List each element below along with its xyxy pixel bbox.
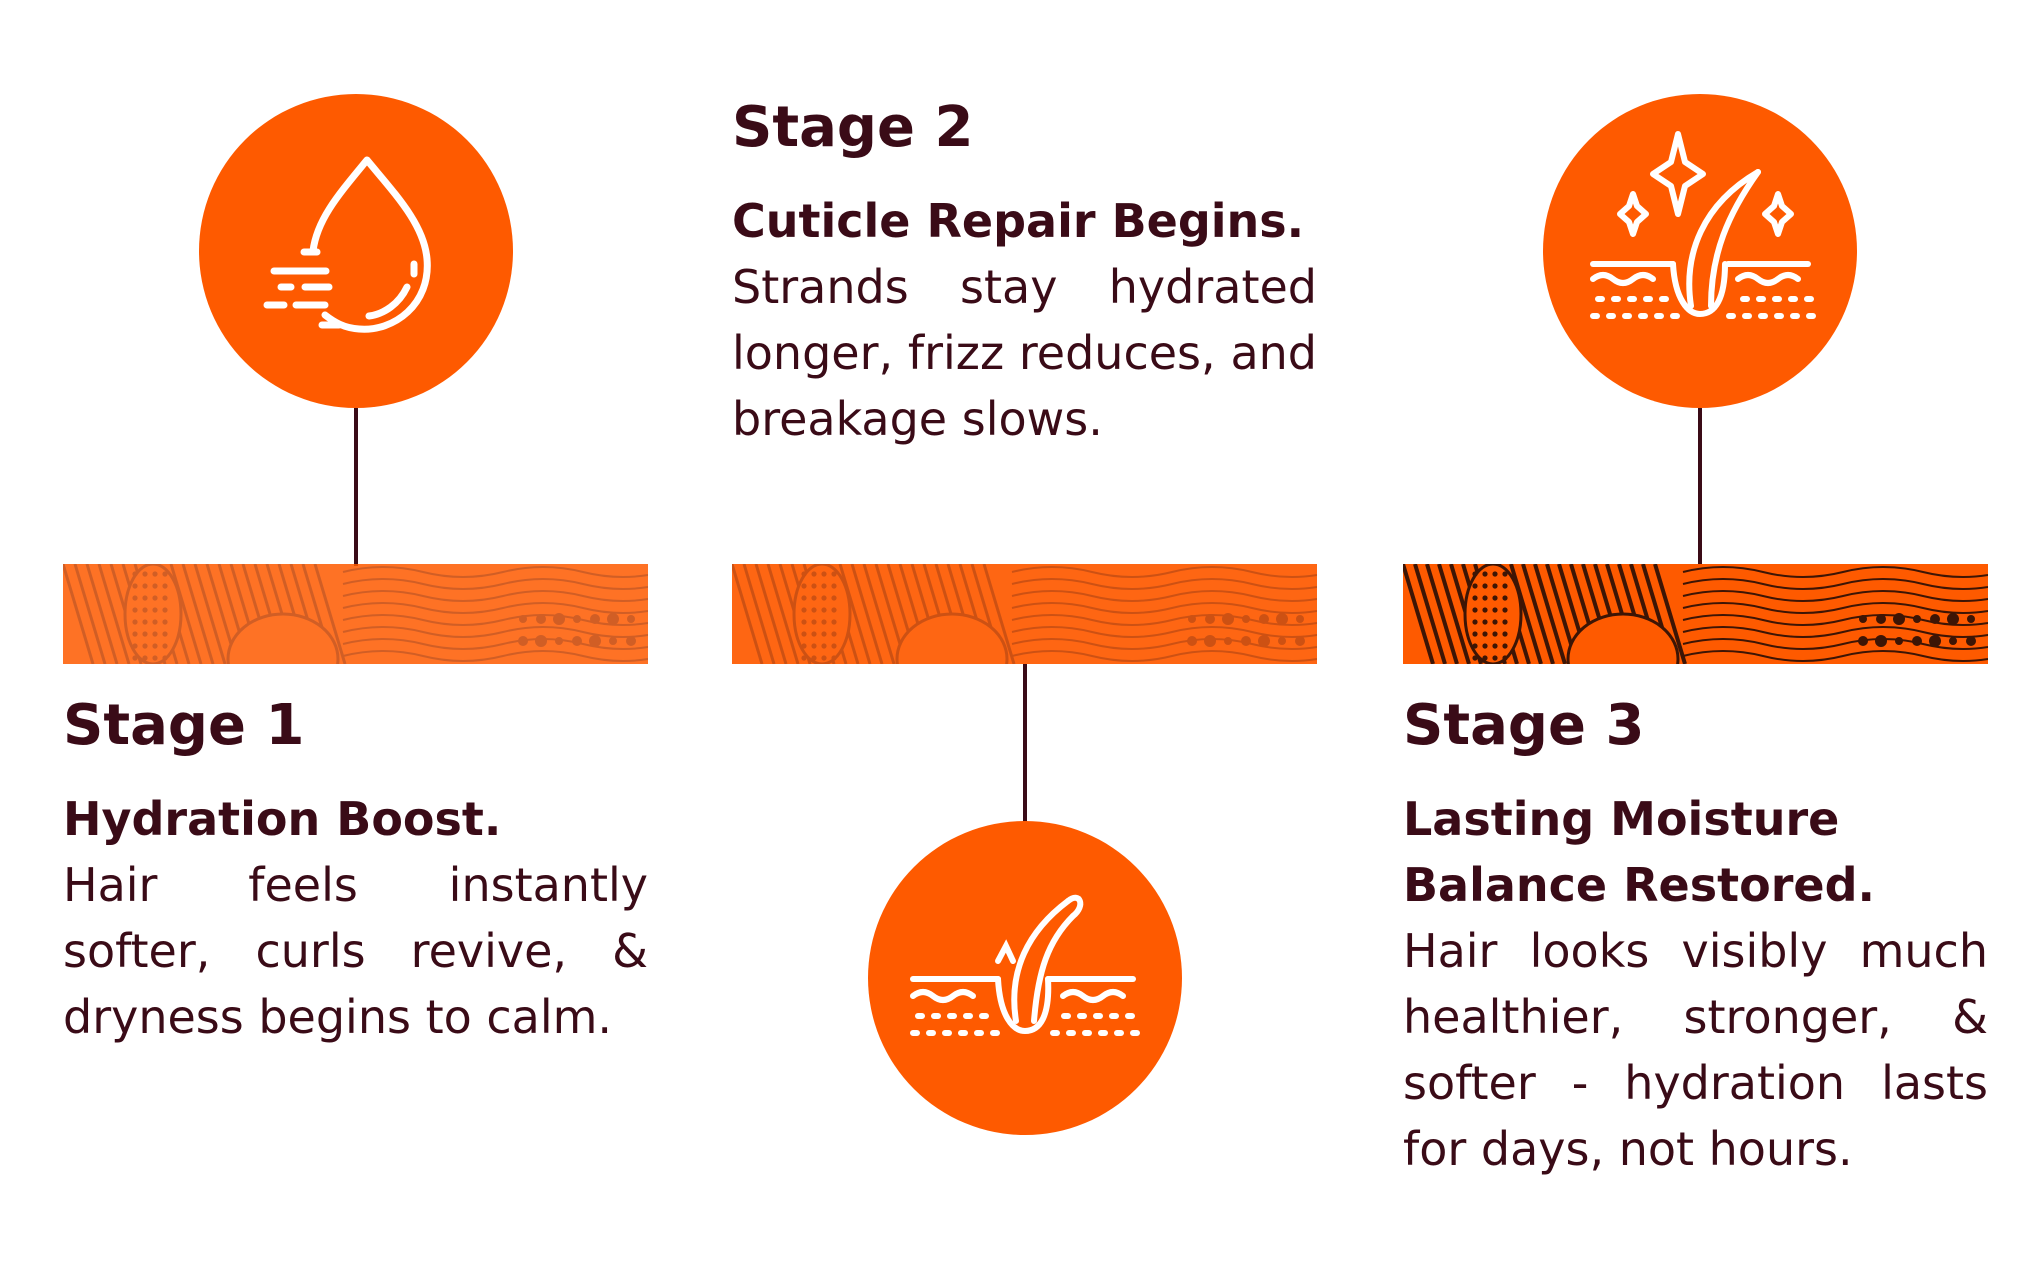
stage-3-body: Hair looks visibly much healthier, stron… [1403,924,1988,1176]
stage-1-subtitle: Hydration Boost. [63,792,502,846]
stage-2-connector [1023,664,1027,824]
stage-2-body: Strands stay hydrated longer, frizz redu… [732,260,1317,446]
stage-1-body: Hair feels instantly softer, curls reviv… [63,858,648,1044]
stage-2-title: Stage 2 [732,95,974,160]
stage-3-connector [1698,408,1702,566]
hair-follicle-repair-icon [910,894,1140,1036]
banner-pattern [1403,564,1988,664]
stage-3-pattern-banner [1403,564,1988,664]
stage-3-text: Stage 3 Lasting Moisture Balance Restore… [1403,694,1988,1182]
stage-2-pattern-banner [732,564,1317,664]
stage-1-icon-circle [199,94,513,408]
stage-3-subtitle: Lasting Moisture Balance Restored. [1403,792,1876,912]
water-drop-icon [263,156,431,333]
stage-2-icon-circle [868,821,1182,1135]
stage-1-text: Stage 1 Hydration Boost. Hair feels inst… [63,694,648,1050]
stage-2-text: Stage 2 Cuticle Repair Begins. Strands s… [732,96,1317,452]
stage-3-icon-circle [1543,94,1857,408]
banner-pattern [63,564,648,664]
stage-2-subtitle: Cuticle Repair Begins. [732,194,1305,248]
stage-1-pattern-banner [63,564,648,664]
hair-follicle-sparkle-icon [1590,131,1816,319]
stage-1-title: Stage 1 [63,693,305,758]
stage-3-title: Stage 3 [1403,693,1645,758]
stage-1-connector [354,408,358,566]
banner-pattern [732,564,1317,664]
